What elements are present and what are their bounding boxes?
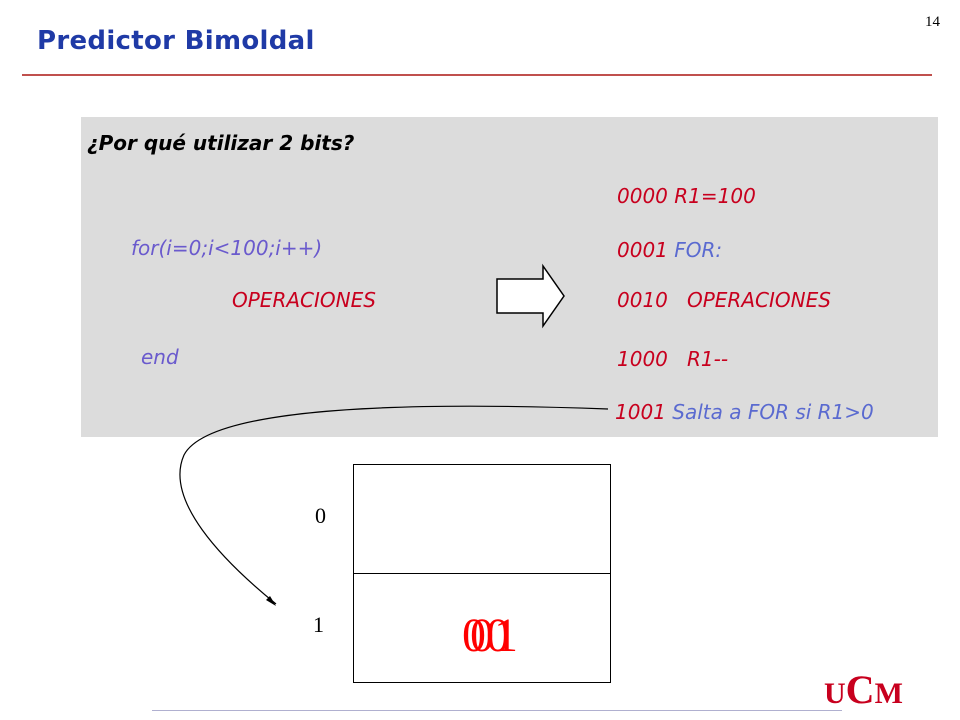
page-number: 14 <box>925 14 940 30</box>
compiled-line: 0000 R1=100 <box>617 184 756 208</box>
instruction-text: R1-- <box>686 347 729 371</box>
source-for-line: for(i=0;i<100;i++) <box>131 236 323 260</box>
counter-value: 01 <box>470 609 518 662</box>
instruction-text: R1=100 <box>674 184 756 208</box>
source-body-line: OPERACIONES <box>232 288 376 312</box>
row-label: 1 <box>313 612 324 637</box>
branch-curve-arrow <box>179 405 609 605</box>
compiled-line: 1001 Salta a FOR si R1>0 <box>615 400 874 424</box>
question-text: ¿Por qué utilizar 2 bits? <box>87 131 355 155</box>
row-label: 0 <box>315 503 326 528</box>
compiled-line: 0010 OPERACIONES <box>617 288 831 312</box>
compiled-line: 1000 R1-- <box>617 347 728 371</box>
counter-value: 00 <box>462 609 510 662</box>
source-end-line: end <box>141 345 179 369</box>
right-arrow-icon <box>496 263 565 329</box>
instruction-address: 1000 <box>617 347 668 371</box>
code-panel <box>81 117 938 437</box>
instruction-text: OPERACIONES <box>686 288 831 312</box>
slide-title: Predictor Bimoldal <box>37 26 315 56</box>
instruction-text: Salta a FOR si R1>0 <box>672 400 874 424</box>
bottom-divider <box>152 710 842 711</box>
instruction-address: 0010 <box>617 288 668 312</box>
instruction-text: FOR: <box>674 238 723 262</box>
table-divider <box>353 573 611 574</box>
arrowhead-icon <box>266 596 276 606</box>
instruction-address: 0001 <box>617 238 668 262</box>
compiled-line: 0001 FOR: <box>617 238 722 262</box>
title-divider <box>22 74 932 76</box>
instruction-address: 0000 <box>617 184 668 208</box>
instruction-address: 1001 <box>615 400 666 424</box>
ucm-logo: UCM <box>824 667 903 712</box>
